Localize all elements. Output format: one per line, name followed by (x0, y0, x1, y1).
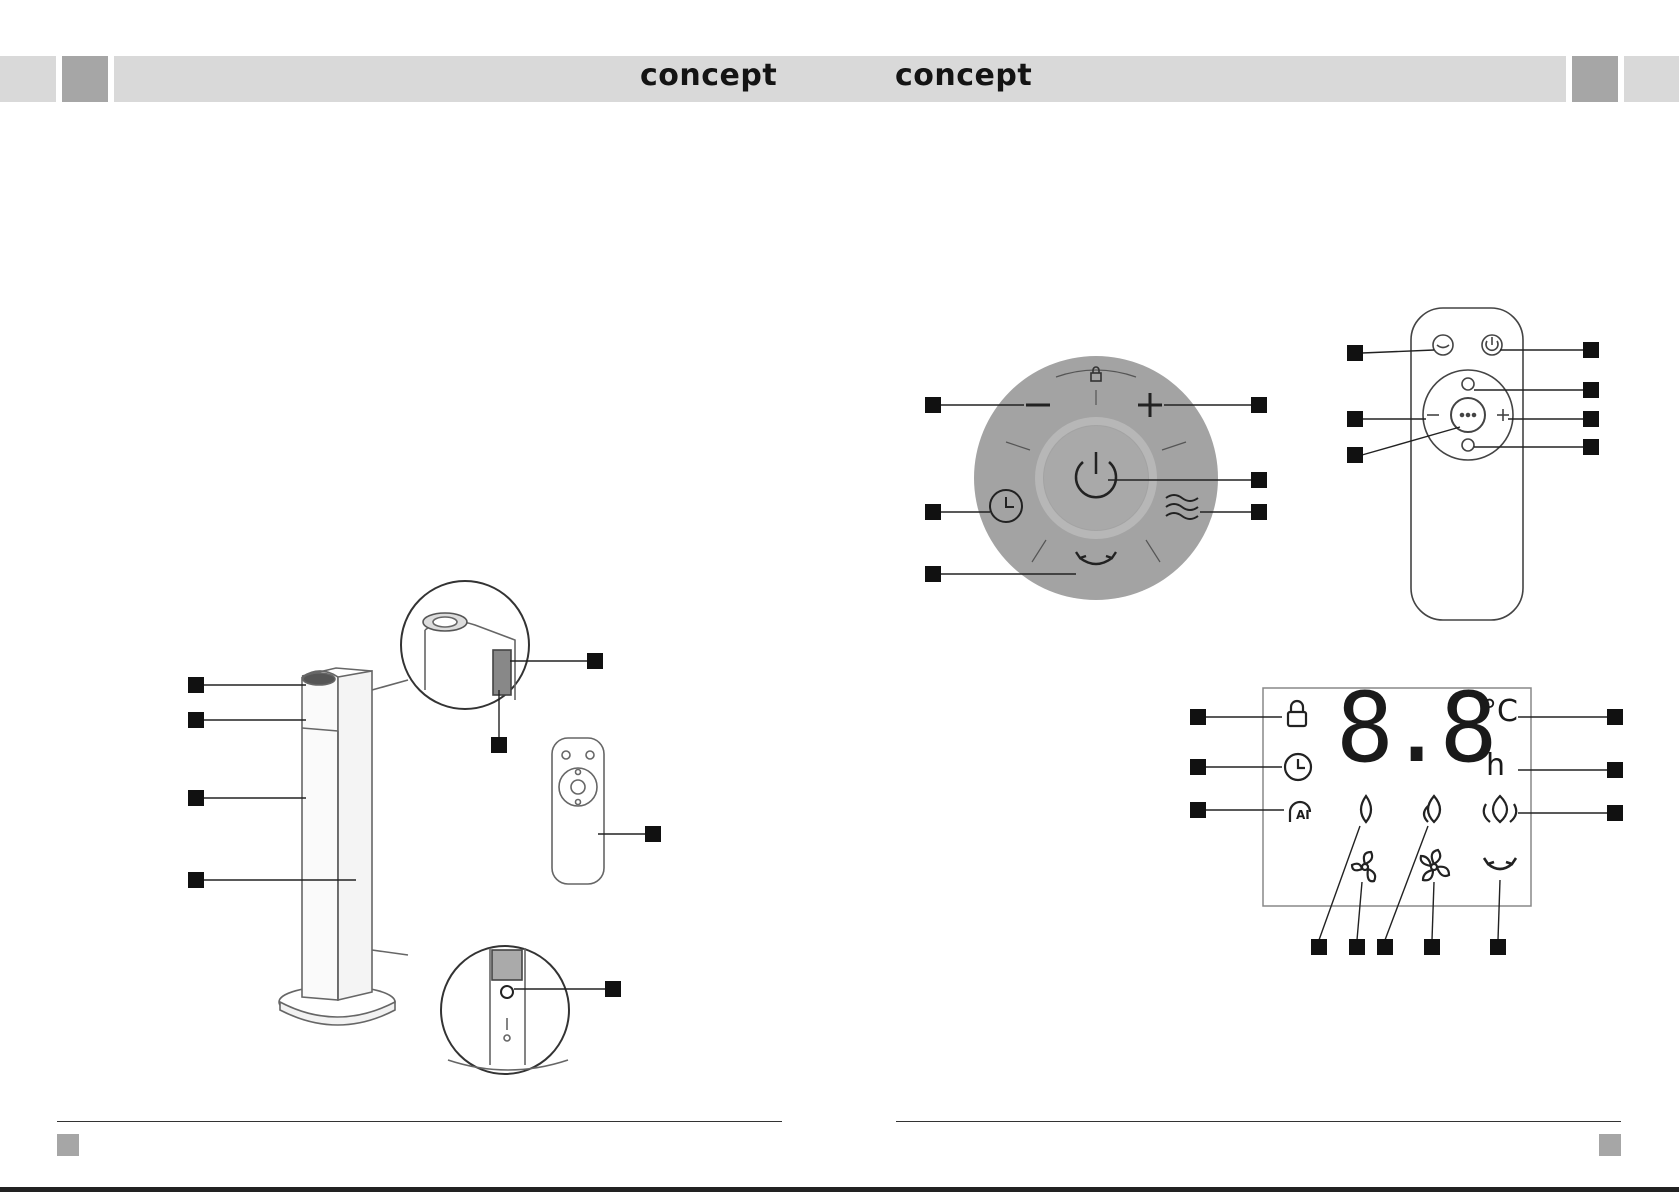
callout-box (1583, 411, 1599, 427)
callout-box (491, 737, 507, 753)
callout-box (925, 504, 941, 520)
callout-box (1583, 382, 1599, 398)
callout-box (925, 397, 941, 413)
callout-box (1347, 447, 1363, 463)
callout-box (1377, 939, 1393, 955)
callout-box (1583, 342, 1599, 358)
callout-box (587, 653, 603, 669)
callout-box (1251, 472, 1267, 488)
callout-box (1583, 439, 1599, 455)
callout-box (1311, 939, 1327, 955)
callout-box (1490, 939, 1506, 955)
callout-box (645, 826, 661, 842)
lcd-unit-celsius: °C (1482, 694, 1518, 729)
callout-box (1251, 504, 1267, 520)
callout-box (1190, 802, 1206, 818)
callout-box (1190, 759, 1206, 775)
callout-box (1424, 939, 1440, 955)
remote-control-figure (1411, 308, 1523, 620)
lcd-digits: 8.8 (1336, 678, 1491, 778)
callout-box (1190, 709, 1206, 725)
lcd-unit-hours: h (1486, 748, 1505, 783)
callout-box (1251, 397, 1267, 413)
callout-box (605, 981, 621, 997)
tower-heater-figure (279, 581, 604, 1074)
callout-box (1607, 805, 1623, 821)
callout-box (925, 566, 941, 582)
callout-box (188, 712, 204, 728)
callout-box (188, 677, 204, 693)
callout-box (188, 790, 204, 806)
callout-box (1347, 411, 1363, 427)
callout-box (188, 872, 204, 888)
callout-box (1347, 345, 1363, 361)
lcd-ai-label: AI (1296, 808, 1310, 822)
callout-box (1349, 939, 1365, 955)
control-panel-figure (974, 356, 1218, 600)
callout-box (1607, 709, 1623, 725)
callout-box (1607, 762, 1623, 778)
